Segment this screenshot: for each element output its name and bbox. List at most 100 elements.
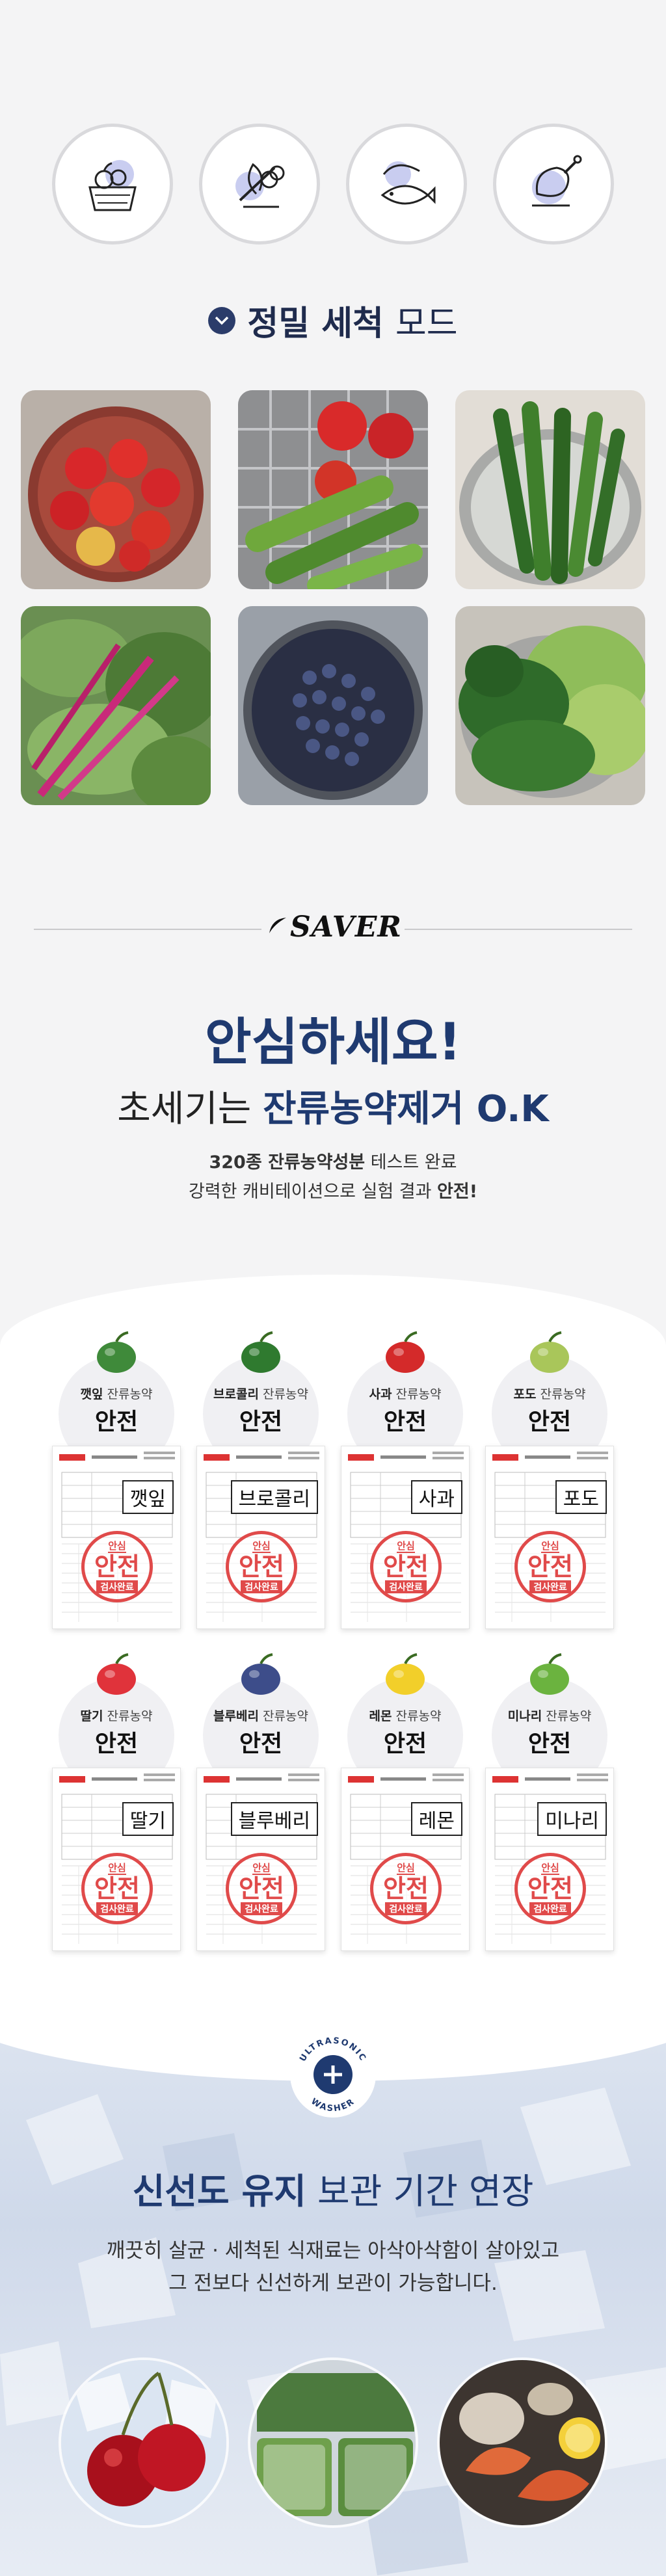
produce-safe-label: 안전 xyxy=(94,1409,139,1435)
fruit-basket-icon xyxy=(88,160,137,211)
produce-name: 블루베리 잔류농약 xyxy=(196,1706,325,1724)
produce-name: 레몬 잔류농약 xyxy=(341,1706,470,1724)
produce-icon xyxy=(530,1653,569,1695)
produce-name-bold: 사과 xyxy=(369,1387,392,1401)
washing-photo-grid xyxy=(21,390,645,805)
seafood-icon xyxy=(380,161,436,205)
saver-swoosh-icon xyxy=(269,918,287,933)
produce-name: 사과 잔류농약 xyxy=(341,1385,470,1402)
category-meat[interactable] xyxy=(493,124,614,245)
produce-name: 딸기 잔류농약 xyxy=(52,1706,181,1724)
report-produce-label: 사과 xyxy=(410,1480,462,1514)
produce-icon xyxy=(530,1331,569,1373)
photo-blueberries-strainer xyxy=(238,606,428,805)
saver-logo: SAVER xyxy=(261,901,405,953)
stamp-bottom: 검사완료 xyxy=(529,1580,571,1593)
report-produce-label: 미나리 xyxy=(537,1802,607,1836)
desc1-bold: 320종 잔류농약성분 xyxy=(209,1152,366,1173)
freshness-desc-2: 그 전보다 신선하게 보관이 가능합니다. xyxy=(168,2272,498,2295)
category-seafood[interactable] xyxy=(346,124,467,245)
photo-tomatoes-cucumbers xyxy=(238,390,428,589)
stamp-top: 안심 xyxy=(108,1540,126,1553)
produce-icon xyxy=(386,1653,425,1695)
produce-icon xyxy=(241,1331,280,1373)
hero-desc-1: 320종 잔류농약성분 테스트 완료 xyxy=(0,1148,666,1173)
hero-subhead: 초세기는 잔류농약제거 O.K xyxy=(0,1080,666,1132)
produce-name: 브로콜리 잔류농약 xyxy=(196,1385,325,1402)
produce-name-bold: 딸기 xyxy=(80,1709,103,1723)
produce-name-suffix: 잔류농약 xyxy=(536,1387,586,1401)
ultrasonic-washer-badge: ULTRASONIC WASHER xyxy=(287,2029,379,2120)
vegetables-icon xyxy=(235,163,285,208)
stamp-bottom: 검사완료 xyxy=(241,1902,282,1915)
stamp-top: 안심 xyxy=(397,1540,415,1553)
freshness-title-bold: 신선도 유지 xyxy=(132,2171,306,2212)
stamp-bottom: 검사완료 xyxy=(241,1580,282,1593)
mode-title-bold: 정밀 세척 xyxy=(247,304,384,343)
produce-name-suffix: 잔류농약 xyxy=(542,1709,592,1723)
produce-name-bold: 포도 xyxy=(513,1387,537,1401)
category-vegetables[interactable] xyxy=(199,124,320,245)
stamp-top: 안심 xyxy=(541,1540,559,1553)
produce-name-suffix: 잔류농약 xyxy=(258,1709,308,1723)
photo-tomatoes-colander xyxy=(21,390,211,589)
produce-name-bold: 브로콜리 xyxy=(213,1387,259,1401)
stamp-top: 안심 xyxy=(252,1540,271,1553)
subhead-bold: 잔류농약제거 O.K xyxy=(263,1088,549,1130)
photo-cucumbers-bowl xyxy=(455,390,645,589)
desc2-bold: 안전! xyxy=(437,1182,478,1202)
mode-title: 정밀 세척 모드 xyxy=(0,296,666,345)
stamp-main: 안전 xyxy=(94,1552,140,1581)
stamp-main: 안전 xyxy=(94,1874,140,1903)
stamp-top: 안심 xyxy=(397,1862,415,1875)
desc1-rest: 테스트 완료 xyxy=(365,1152,457,1173)
hero-headline: 안심하세요! xyxy=(204,1013,462,1072)
produce-name-suffix: 잔류농약 xyxy=(258,1387,308,1401)
stamp-main: 안전 xyxy=(383,1552,429,1581)
report-produce-label: 레몬 xyxy=(410,1802,462,1836)
photo-cherries-ice xyxy=(59,2357,229,2528)
produce-safe-label: 안전 xyxy=(527,1409,572,1435)
photo-packed-greens xyxy=(248,2357,418,2528)
produce-safe-label: 안전 xyxy=(239,1731,283,1757)
stamp-main: 안전 xyxy=(383,1874,429,1903)
produce-icon xyxy=(97,1331,136,1373)
freshness-title: 신선도 유지 보관 기간 연장 xyxy=(0,2162,666,2214)
produce-icon xyxy=(241,1653,280,1695)
stamp-bottom: 검사완료 xyxy=(385,1902,427,1915)
mode-title-normal: 모드 xyxy=(395,304,458,343)
meat-icon xyxy=(532,155,582,207)
stamp-main: 안전 xyxy=(239,1552,284,1581)
produce-icon xyxy=(386,1331,425,1373)
stamp-top: 안심 xyxy=(252,1862,271,1875)
produce-name: 깻잎 잔류농약 xyxy=(52,1385,181,1402)
desc2-prefix: 강력한 캐비테이션으로 실험 결과 xyxy=(188,1182,438,1202)
photo-lettuce-perilla xyxy=(455,606,645,805)
produce-safe-label: 안전 xyxy=(239,1409,283,1435)
freshness-desc-1: 깨끗히 살균 · 세척된 식재료는 아삭아삭함이 살아있고 xyxy=(106,2239,560,2263)
produce-name-bold: 미나리 xyxy=(507,1709,542,1723)
stamp-top: 안심 xyxy=(108,1862,126,1875)
category-fruit[interactable] xyxy=(52,124,173,245)
stamp-bottom: 검사완료 xyxy=(385,1580,427,1593)
produce-safe-label: 안전 xyxy=(94,1731,139,1757)
stamp-bottom: 검사완료 xyxy=(96,1580,138,1593)
